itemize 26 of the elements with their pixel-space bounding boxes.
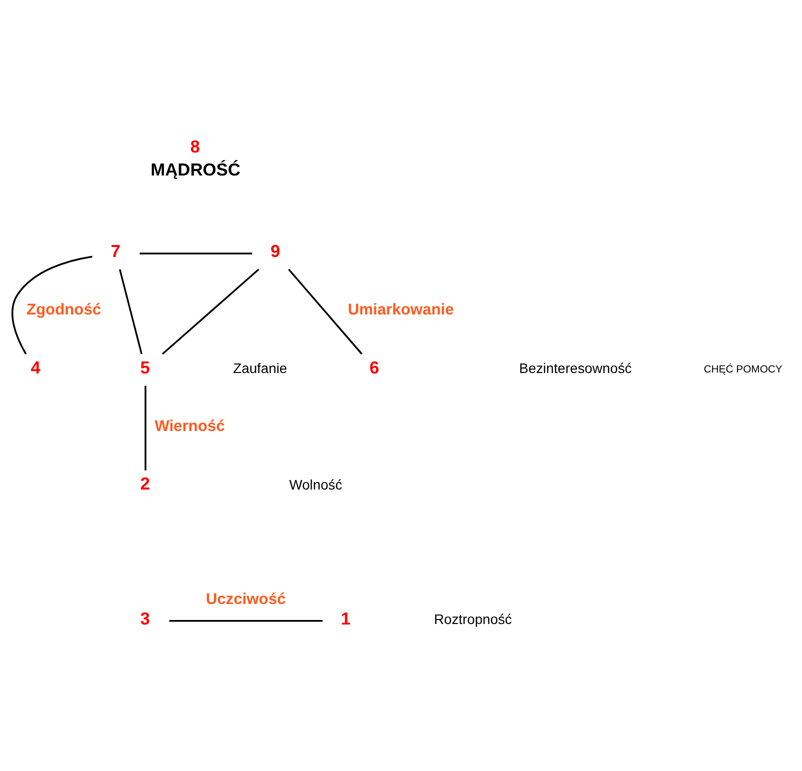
label: Wolność [289, 476, 342, 493]
edge-label: Umiarkowanie [348, 302, 454, 319]
label: CHĘĆ POMOCY [704, 364, 782, 376]
label: Bezinteresowność [519, 360, 632, 376]
connector [118, 269, 142, 354]
node-label: MĄDROŚĆ [150, 159, 240, 180]
node-text: 1 [340, 608, 351, 628]
edge-label: Zgodność [26, 302, 102, 319]
label: Roztropność [434, 611, 512, 628]
connector [169, 620, 323, 622]
node-text: 2 [140, 474, 150, 494]
node-text: 7 [110, 240, 120, 261]
edge-label: Wierność [154, 418, 225, 436]
label: Zaufanie [233, 360, 288, 376]
node-text: 5 [140, 357, 150, 378]
connector [288, 268, 362, 355]
node-text: 6 [370, 357, 380, 378]
edge-label: Uczciwość [206, 590, 286, 608]
connector [144, 386, 146, 470]
node-text: 3 [140, 608, 150, 628]
node-text: 8 [190, 136, 200, 157]
connector [12, 256, 92, 354]
connector [162, 268, 260, 355]
node-text: 9 [270, 240, 280, 261]
node-text: 4 [30, 357, 40, 378]
connector [140, 252, 252, 254]
